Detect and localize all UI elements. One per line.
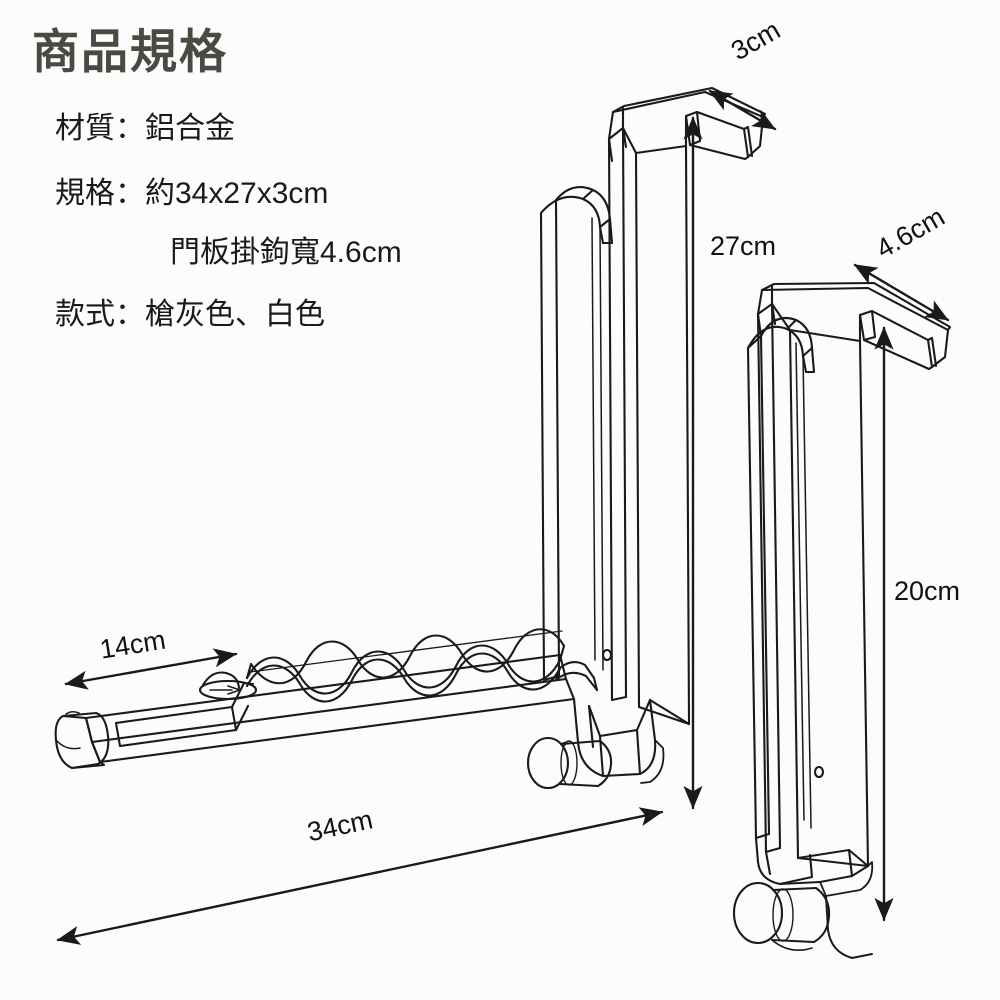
spec-line-size: 規格：約34x27x3cm <box>55 177 329 210</box>
page-title: 商品規格 <box>32 25 228 78</box>
vertical-rail-right <box>756 302 870 868</box>
front-rail-inner-line <box>591 217 604 671</box>
dimension-label-27cm: 27cm <box>710 231 777 261</box>
spec-line-hook-width: 門板掛鉤寬4.6cm <box>170 236 402 269</box>
pivot-bracket-bottom <box>572 697 691 784</box>
spec-line-material: 材質：鋁合金 <box>55 112 235 145</box>
vertical-rail-main <box>607 126 691 726</box>
arrow-3cm <box>708 89 777 131</box>
arrow-34cm <box>56 807 664 945</box>
pivot-knob-right <box>732 881 873 959</box>
dimension-label-20cm: 20cm <box>894 576 961 606</box>
arm-guide-line <box>249 630 563 673</box>
spec-line-style: 款式：槍灰色、白色 <box>55 298 325 331</box>
folded-channel-bottom <box>754 836 874 897</box>
arrow-14cm <box>64 648 238 690</box>
arrow-4_6cm <box>853 263 950 322</box>
horizontal-arm <box>84 653 576 764</box>
screw-hole-right <box>813 765 825 779</box>
screw-hole <box>601 648 613 662</box>
front-rail-clip-right <box>746 316 816 840</box>
dimension-arrows <box>56 89 950 945</box>
wave-wire-rack <box>245 628 566 703</box>
figure-right-hanger <box>732 281 952 959</box>
pivot-knob-left <box>526 736 613 790</box>
front-rail-clip <box>539 186 614 682</box>
end-cap-left <box>54 710 110 770</box>
